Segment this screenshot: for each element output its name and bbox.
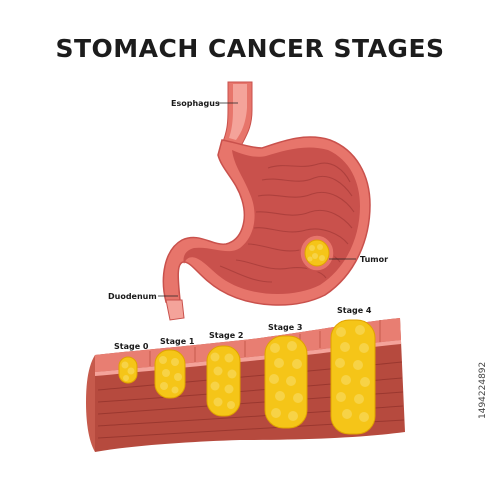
leader-lines xyxy=(158,102,356,297)
tumor-stage-4 xyxy=(330,319,376,435)
label-duodenum: Duodenum xyxy=(108,292,157,301)
label-stage-4: Stage 4 xyxy=(337,306,372,315)
label-stage-1: Stage 1 xyxy=(160,337,195,346)
tumor-stage-1 xyxy=(154,349,186,399)
image-id: 1494224892 xyxy=(478,361,488,419)
label-stage-2: Stage 2 xyxy=(209,331,244,340)
label-esophagus: Esophagus xyxy=(171,99,220,108)
page-title: STOMACH CANCER STAGES xyxy=(55,34,445,63)
stage-tumors xyxy=(118,319,376,435)
label-stage-3: Stage 3 xyxy=(268,323,303,332)
tumor-stage-2 xyxy=(206,345,241,417)
label-tumor: Tumor xyxy=(360,255,388,264)
gastric-folds xyxy=(219,162,355,283)
tumor-stage-0 xyxy=(118,356,138,384)
stomach-tumor xyxy=(299,234,335,272)
stomach xyxy=(162,81,371,321)
label-stage-0: Stage 0 xyxy=(114,342,149,351)
tumor-stage-3 xyxy=(264,335,308,429)
duodenum xyxy=(165,299,185,321)
